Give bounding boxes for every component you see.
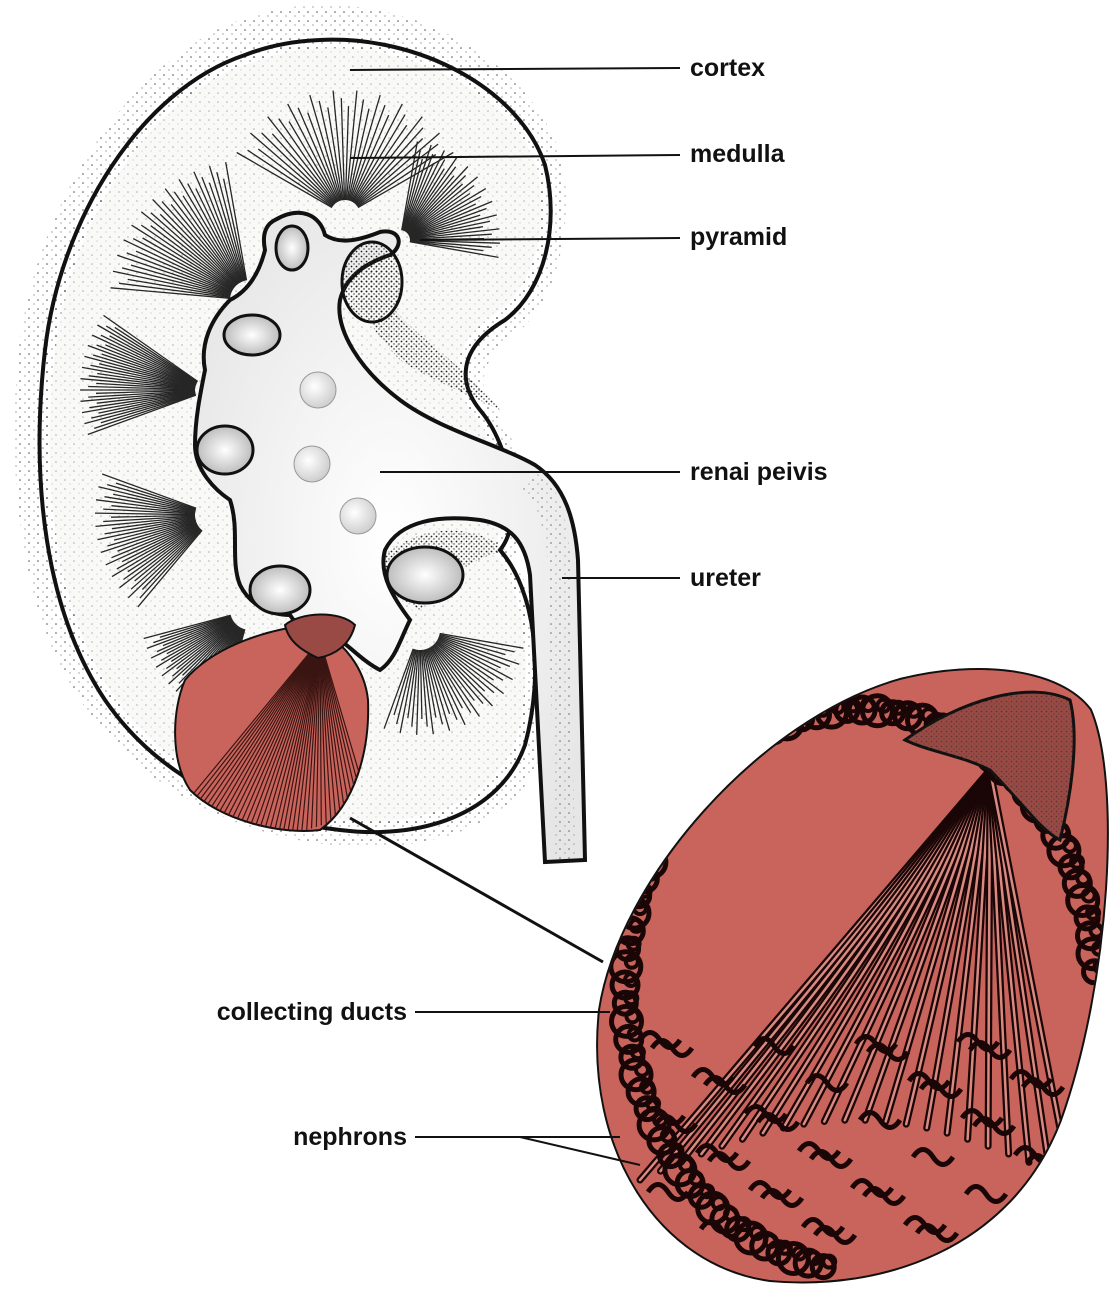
- nephron-loop: [772, 709, 802, 739]
- label-pyramid: pyramid: [690, 223, 787, 251]
- nephron-loop: [667, 820, 679, 832]
- nephron-loop: [719, 755, 731, 767]
- nephron-loop: [730, 731, 760, 761]
- nephron-loop: [732, 744, 744, 756]
- nephron-loop: [658, 835, 670, 847]
- nephron-loop: [651, 851, 663, 863]
- label-ureter: ureter: [690, 564, 761, 592]
- label-collecting-ducts: collecting ducts: [217, 998, 407, 1026]
- nephron-loop: [748, 727, 770, 749]
- nephron-loop: [676, 805, 688, 817]
- nephron-loop: [654, 818, 680, 844]
- nephron-loop: [683, 776, 709, 802]
- nephron-loop: [707, 766, 719, 778]
- nephron-loop: [759, 727, 771, 739]
- nephron-loop: [675, 792, 697, 814]
- nephron-loop: [696, 778, 708, 790]
- nephron-loop: [661, 801, 691, 831]
- nephron-loop: [773, 719, 785, 731]
- nephron-tubule: [1019, 1224, 1059, 1239]
- label-cortex: cortex: [690, 54, 765, 82]
- label-renal-pelvis: renai peivis: [690, 458, 828, 486]
- label-medulla: medulla: [690, 140, 786, 168]
- nephron-loop: [692, 762, 722, 792]
- nephron-loop: [647, 835, 669, 857]
- nephron-loop: [686, 792, 698, 804]
- nephron-loop: [708, 755, 730, 777]
- label-nephrons: nephrons: [293, 1123, 407, 1151]
- nephron-loop: [802, 708, 814, 720]
- nephron-loop: [745, 735, 757, 747]
- nephron-loop: [787, 713, 799, 725]
- nephron-loop: [719, 742, 745, 768]
- nephron-loop: [636, 847, 666, 877]
